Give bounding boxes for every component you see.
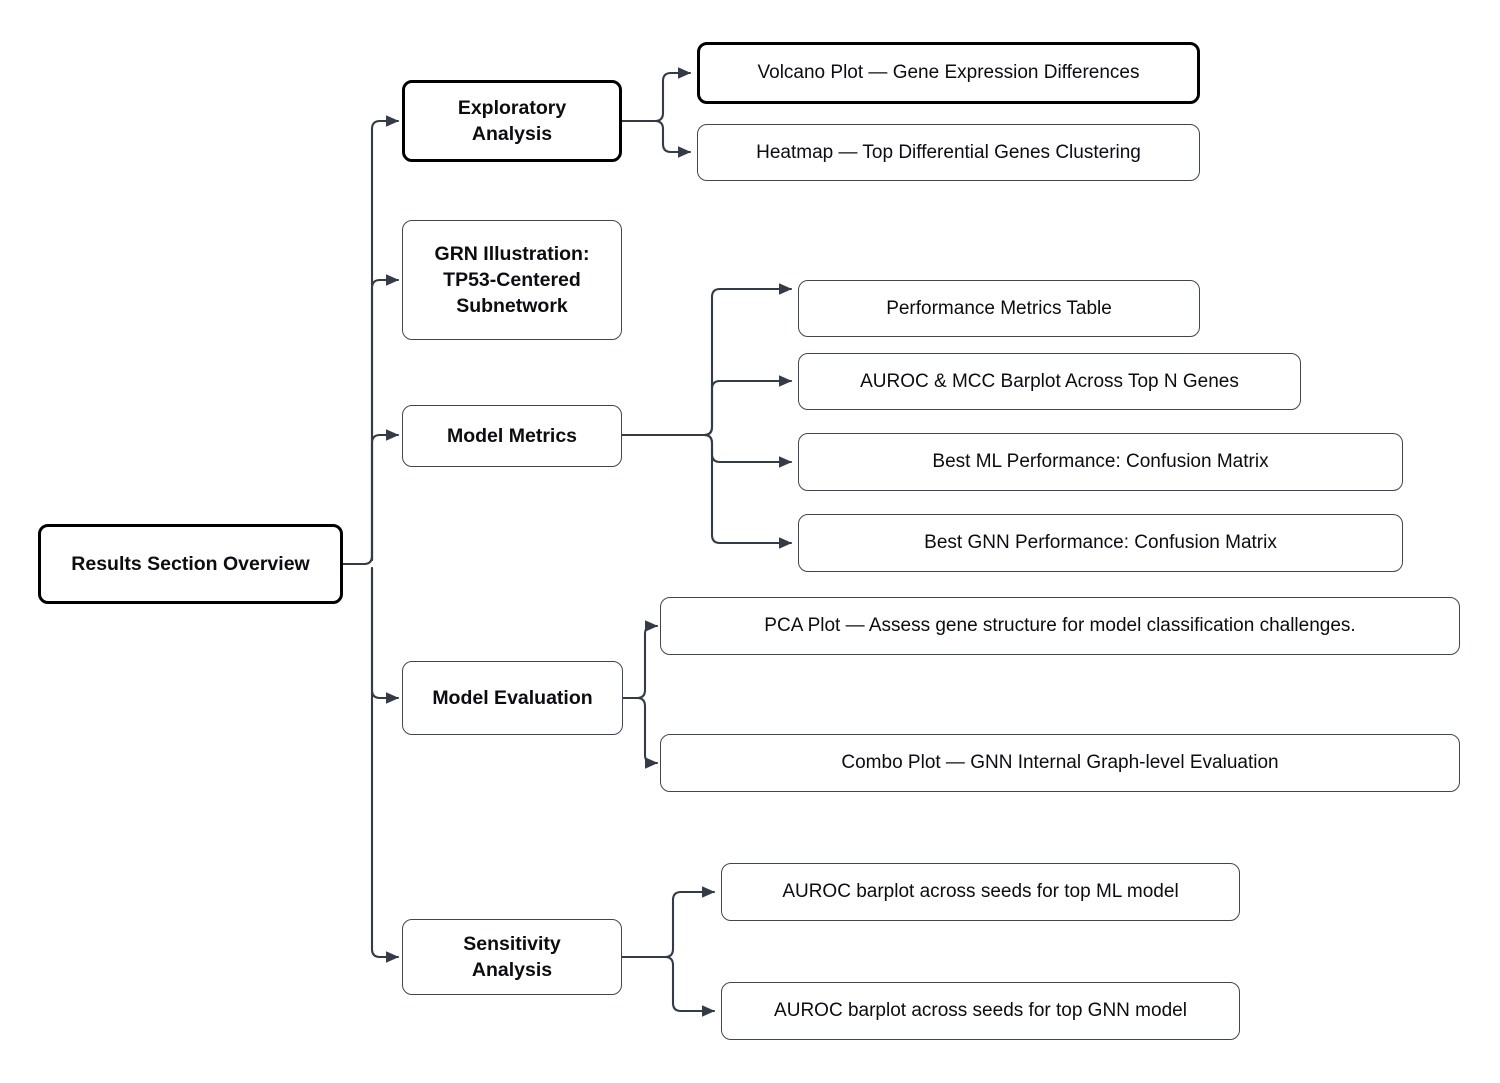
edge-exploratory-to-heatmap [620, 119, 692, 158]
edge-root-to-model-metrics [370, 429, 400, 562]
node-auroc-seeds-gnn[interactable]: AUROC barplot across seeds for top GNN m… [721, 982, 1240, 1040]
node-label: Model Metrics [446, 424, 578, 447]
node-label: Best ML Performance: Confusion Matrix [932, 451, 1269, 473]
node-model-metrics[interactable]: Model Metrics [402, 405, 622, 467]
node-auroc-seeds-ml[interactable]: AUROC barplot across seeds for top ML mo… [721, 863, 1240, 921]
node-best-gnn-confusion-matrix[interactable]: Best GNN Performance: Confusion Matrix [798, 514, 1403, 572]
node-performance-metrics-table[interactable]: Performance Metrics Table [798, 280, 1200, 337]
node-auroc-mcc-barplot[interactable]: AUROC & MCC Barplot Across Top N Genes [798, 353, 1301, 410]
node-volcano-plot[interactable]: Volcano Plot — Gene Expression Differenc… [697, 42, 1200, 104]
edge-metrics-to-auroc-mcc [620, 375, 793, 437]
node-label: Performance Metrics Table [886, 297, 1112, 319]
node-label: Combo Plot — GNN Internal Graph-level Ev… [841, 752, 1279, 774]
node-best-ml-confusion-matrix[interactable]: Best ML Performance: Confusion Matrix [798, 433, 1403, 491]
edge-metrics-to-ml-confusion [620, 433, 793, 468]
node-label: Heatmap — Top Differential Genes Cluster… [756, 141, 1141, 163]
edge-evaluation-to-combo [621, 696, 659, 769]
node-label: PCA Plot — Assess gene structure for mod… [764, 615, 1356, 637]
edge-root-to-exploratory [370, 115, 400, 562]
node-label: Results Section Overview [71, 552, 310, 575]
node-pca-plot[interactable]: PCA Plot — Assess gene structure for mod… [660, 597, 1460, 655]
edge-root-to-grn [370, 274, 400, 562]
edge-sensitivity-to-gnn-seeds [620, 955, 716, 1017]
node-label: AUROC barplot across seeds for top ML mo… [782, 881, 1179, 903]
node-results-section-overview[interactable]: Results Section Overview [38, 524, 343, 604]
node-label: Best GNN Performance: Confusion Matrix [924, 532, 1277, 554]
node-label: Model Evaluation [432, 686, 593, 709]
edge-root-to-sensitivity [370, 566, 400, 963]
edge-evaluation-to-pca [621, 620, 659, 700]
edge-sensitivity-to-ml-seeds [620, 886, 716, 959]
edge-metrics-to-perf-table [620, 283, 793, 437]
edge-root-to-model-evaluation [370, 566, 400, 704]
edge-metrics-to-gnn-confusion [620, 433, 793, 549]
node-label: Volcano Plot — Gene Expression Differenc… [757, 62, 1140, 84]
node-label: AUROC barplot across seeds for top GNN m… [774, 1000, 1187, 1022]
node-label: AUROC & MCC Barplot Across Top N Genes [860, 370, 1239, 392]
node-combo-plot[interactable]: Combo Plot — GNN Internal Graph-level Ev… [660, 734, 1460, 792]
edge-exploratory-to-volcano [620, 67, 692, 123]
node-model-evaluation[interactable]: Model Evaluation [402, 661, 623, 735]
edge-root-trunk [341, 554, 374, 566]
node-heatmap[interactable]: Heatmap — Top Differential Genes Cluster… [697, 124, 1200, 181]
